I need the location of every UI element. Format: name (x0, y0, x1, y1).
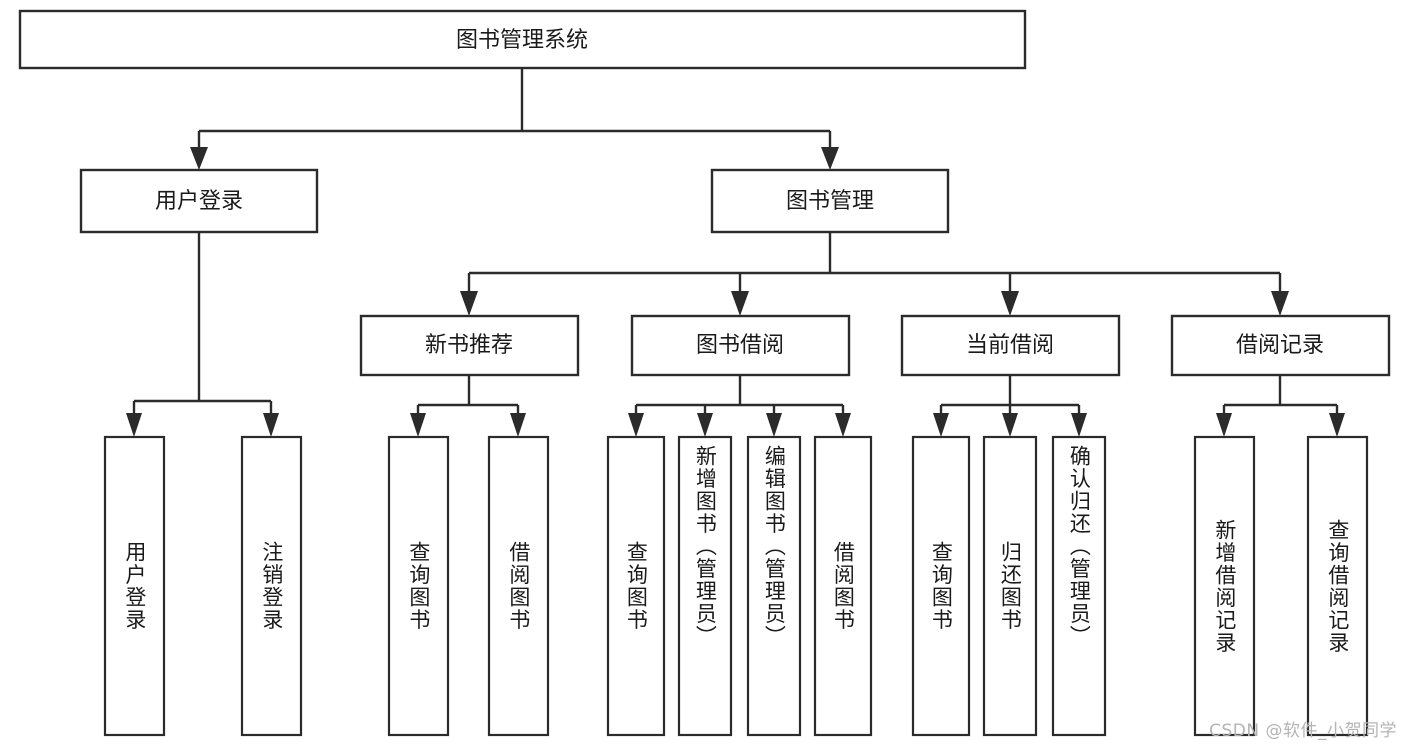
node-book-borrow-label: 图书借阅 (696, 333, 784, 358)
node-leaf-add-record-box[interactable] (1193, 435, 1256, 737)
watermark-text: CSDN @软件_小贺同学 (1209, 721, 1397, 741)
arrow-head-leaf-query-record (1329, 413, 1345, 437)
arrow-head-leaf-confirm-return (1071, 413, 1087, 437)
node-leaf-user-login-box[interactable] (103, 435, 166, 737)
node-user-login[interactable]: 用户登录 (79, 168, 319, 234)
node-leaf-query-book-3-box[interactable] (911, 435, 971, 737)
node-new-book-rec[interactable]: 新书推荐 (359, 314, 580, 377)
arrow-head-leaf-return-book (1002, 413, 1018, 437)
node-new-book-rec-box[interactable] (359, 314, 580, 377)
node-current-borrow[interactable]: 当前借阅 (900, 314, 1121, 377)
node-leaf-edit-book-box[interactable] (746, 435, 802, 737)
node-borrow-record-label: 借阅记录 (1236, 333, 1324, 358)
arrow-head-current-borrow (1001, 291, 1019, 316)
arrow-head-user-login (190, 147, 208, 170)
node-leaf-confirm-return-box[interactable] (1051, 435, 1107, 737)
node-leaf-return-book-box[interactable] (982, 435, 1038, 737)
node-root-label: 图书管理系统 (456, 28, 588, 53)
arrow-head-leaf-borrow-book-1 (510, 413, 526, 437)
node-root[interactable]: 图书管理系统 (18, 9, 1027, 70)
node-leaf-borrow-book-1-box[interactable] (487, 435, 550, 737)
node-book-borrow-box[interactable] (630, 314, 851, 377)
node-current-borrow-box[interactable] (900, 314, 1121, 377)
node-current-borrow-label: 当前借阅 (966, 333, 1054, 358)
arrow-head-leaf-query-book-2 (628, 413, 644, 437)
node-borrow-record[interactable]: 借阅记录 (1170, 314, 1391, 377)
node-user-login-box[interactable] (79, 168, 319, 234)
node-book-borrow[interactable]: 图书借阅 (630, 314, 851, 377)
arrow-head-leaf-query-book-3 (933, 413, 949, 437)
arrow-head-leaf-edit-book (766, 413, 782, 437)
node-leaf-query-book-1-box[interactable] (387, 435, 450, 737)
node-leaf-borrow-book-2-box[interactable] (813, 435, 873, 737)
arrow-head-leaf-query-book-1 (410, 413, 426, 437)
node-new-book-rec-label: 新书推荐 (425, 333, 513, 358)
node-book-manage-box[interactable] (710, 168, 950, 234)
node-borrow-record-box[interactable] (1170, 314, 1391, 377)
node-book-manage[interactable]: 图书管理 (710, 168, 950, 234)
node-root-box[interactable] (18, 9, 1027, 70)
connector-layer (126, 68, 1345, 437)
node-book-manage-label: 图书管理 (786, 189, 874, 214)
arrow-head-new-book-rec (460, 291, 478, 316)
node-leaf-add-book-box[interactable] (677, 435, 733, 737)
arrow-head-leaf-borrow-book-2 (835, 413, 851, 437)
node-leaf-logout-box[interactable] (240, 435, 303, 737)
node-leaf-query-book-2-box[interactable] (606, 435, 666, 737)
arrow-head-leaf-user-login (126, 413, 142, 437)
node-leaf-query-record-box[interactable] (1306, 435, 1369, 737)
arrow-head-leaf-add-record (1216, 413, 1232, 437)
arrow-head-book-manage (821, 147, 839, 170)
arrow-head-leaf-add-book (697, 413, 713, 437)
arrow-head-leaf-logout (263, 413, 279, 437)
arrow-head-borrow-record (1271, 291, 1289, 316)
arrow-head-book-borrow (731, 291, 749, 316)
node-user-login-label: 用户登录 (155, 189, 243, 214)
